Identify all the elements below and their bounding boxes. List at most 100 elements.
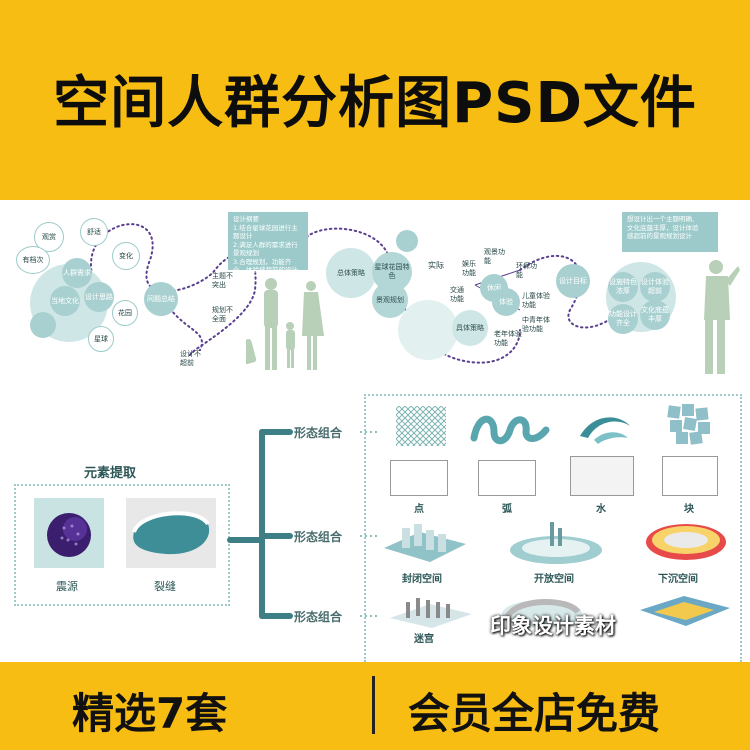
label-elderly: 老年体验功能 [494,330,522,347]
label-arc: 弧 [502,504,512,515]
spiral-model [502,599,582,628]
bottom-banner: 精选7套 会员全店免费 [0,662,750,750]
mind-map: 观赏 舒适 有档次 变化 花园 星球 人群需求 当地文化 设计思路 问题总结 主… [0,200,750,390]
label-water: 水 [596,504,606,515]
bubble-text: 休闲 [487,283,501,292]
issue-theme: 主题不突出 [212,272,233,289]
elements-title: 元素提取 [84,466,137,481]
footer-right-text: 会员全店免费 [408,689,661,738]
bubble-text: 设施特色浓厚 [609,278,637,295]
label-closed-space: 封闭空间 [402,574,442,585]
open-space-model [510,522,602,564]
label-real: 实际 [428,261,444,270]
sketch-arc [478,460,536,496]
branch-label-2: 形态组合 [294,530,343,544]
bubble-specific-strategy: 具体策略 [452,310,488,346]
word-text: 舒适 [87,227,101,236]
word-text: 星球 [94,334,108,343]
callout-line: 1.结合星球花园进行主题设计 [233,223,298,241]
bubble-text: 体验 [499,297,513,306]
bubble-text: 当地文化 [51,296,79,305]
block-cubes [667,404,710,445]
bubble-text: 具体策略 [456,323,484,332]
hiker-silhouette [704,260,740,374]
bubble-text: 设计目标 [559,276,587,285]
footer-left-text: 精选7套 [72,689,228,738]
watermark-text: 印象设计素材 [490,614,616,638]
element-label-epicenter: 震源 [56,580,78,593]
word-bubble-shushi: 舒适 [80,218,108,246]
page-title: 空间人群分析图PSD文件 [53,71,697,136]
callout-title: 设计纲要 [233,215,259,223]
mesh-texture [396,406,446,446]
word-bubble-huayuan: 花园 [112,300,138,326]
terraced-model [640,596,730,626]
callout-line: 感超前的景观规划设计 [627,232,692,240]
footer-divider [372,676,375,734]
bubble-text: 功能设计齐全 [609,310,637,327]
family-silhouette [246,278,324,370]
bubble-design-goal: 设计目标 [556,264,590,298]
bubble-text: 总体策略 [337,268,365,277]
issue-planning: 规划不全面 [212,306,233,323]
forms-box: 点 弧 水 块 封闭空间 开放空间 下沉空间 迷宫 [364,394,742,662]
bubble-culture: 文化底蕴丰厚 [640,300,670,330]
bubble-text: 文化底蕴丰厚 [641,306,669,323]
issue-design: 设计不超前 [180,350,201,367]
bubble-text: 星球花园特色 [374,263,410,280]
small-bubble [30,312,56,338]
word-text: 变化 [119,251,133,260]
bubble-function: 功能设计齐全 [608,304,638,334]
branch-label-1: 形态组合 [294,426,343,440]
callout-line: 3.合理规划，功能齐全，体验感超前的设计 [233,257,298,275]
sketch-point [390,460,448,496]
element-label-crack: 裂缝 [154,580,176,593]
label-block: 块 [684,504,694,515]
wave-shape [470,415,550,445]
sunken-space-model [646,524,726,560]
callout-line: 想设计出一个主题明确、 [627,215,699,223]
bubble-text: 问题总结 [147,294,175,303]
elements-box: 震源 裂缝 [14,484,230,606]
bubble-design-experience: 设计体验超前 [640,272,670,302]
callout-line: 文化底蕴丰厚，设计体验 [627,223,699,232]
label-eco: 环保功能 [516,262,537,279]
label-point: 点 [414,504,424,515]
callout-design-outline: 设计纲要 1.结合星球花园进行主题设计 2.满足人群的需求进行景观规划 3.合理… [228,212,308,274]
bubble-text: 人群需求 [63,268,91,277]
sketch-block [662,456,718,496]
bubble-planning: 景观规划 [372,282,408,318]
callout-design-goal: 想设计出一个主题明确、 文化底蕴丰厚，设计体验 感超前的景观规划设计 [622,212,718,252]
word-bubble-bianhua: 变化 [112,242,140,270]
bubble-design-ideas: 设计思路 [84,282,114,312]
maze-model [390,598,472,628]
label-maze: 迷宫 [414,634,434,645]
top-banner: 空间人群分析图PSD文件 [0,0,750,200]
bubble-local-culture: 当地文化 [50,286,80,316]
tree-connector [227,429,378,619]
word-text: 有档次 [22,255,44,264]
bubble-text: 景观规划 [376,295,404,304]
label-open-space: 开放空间 [534,574,574,585]
bubble-text: 设计体验超前 [641,278,669,295]
label-youth: 中青年体验功能 [522,316,550,333]
label-entertainment: 娱乐功能 [462,260,476,277]
word-bubble-xingqiu: 星球 [88,326,114,352]
callout-line: 2.满足人群的需求进行景观规划 [233,240,298,258]
label-children: 儿童体验功能 [522,292,550,309]
epicenter-image [34,498,104,568]
crack-image [126,498,216,568]
bubble-problem-summary: 问题总结 [144,282,178,316]
closed-space-model [384,524,466,562]
bubble-experience: 体验 [492,288,520,316]
water-swirl [580,417,630,444]
word-text: 观赏 [42,232,56,241]
label-traffic: 交通功能 [450,286,464,303]
branch-label-3: 形态组合 [294,610,343,624]
word-bubble-guanshang: 观赏 [34,222,64,252]
small-bubble [396,230,418,252]
label-sunken-space: 下沉空间 [658,574,698,585]
bubble-overall-strategy: 总体策略 [326,248,376,298]
bubble-text: 设计思路 [85,292,113,301]
bubble-facility: 设施特色浓厚 [608,272,638,302]
